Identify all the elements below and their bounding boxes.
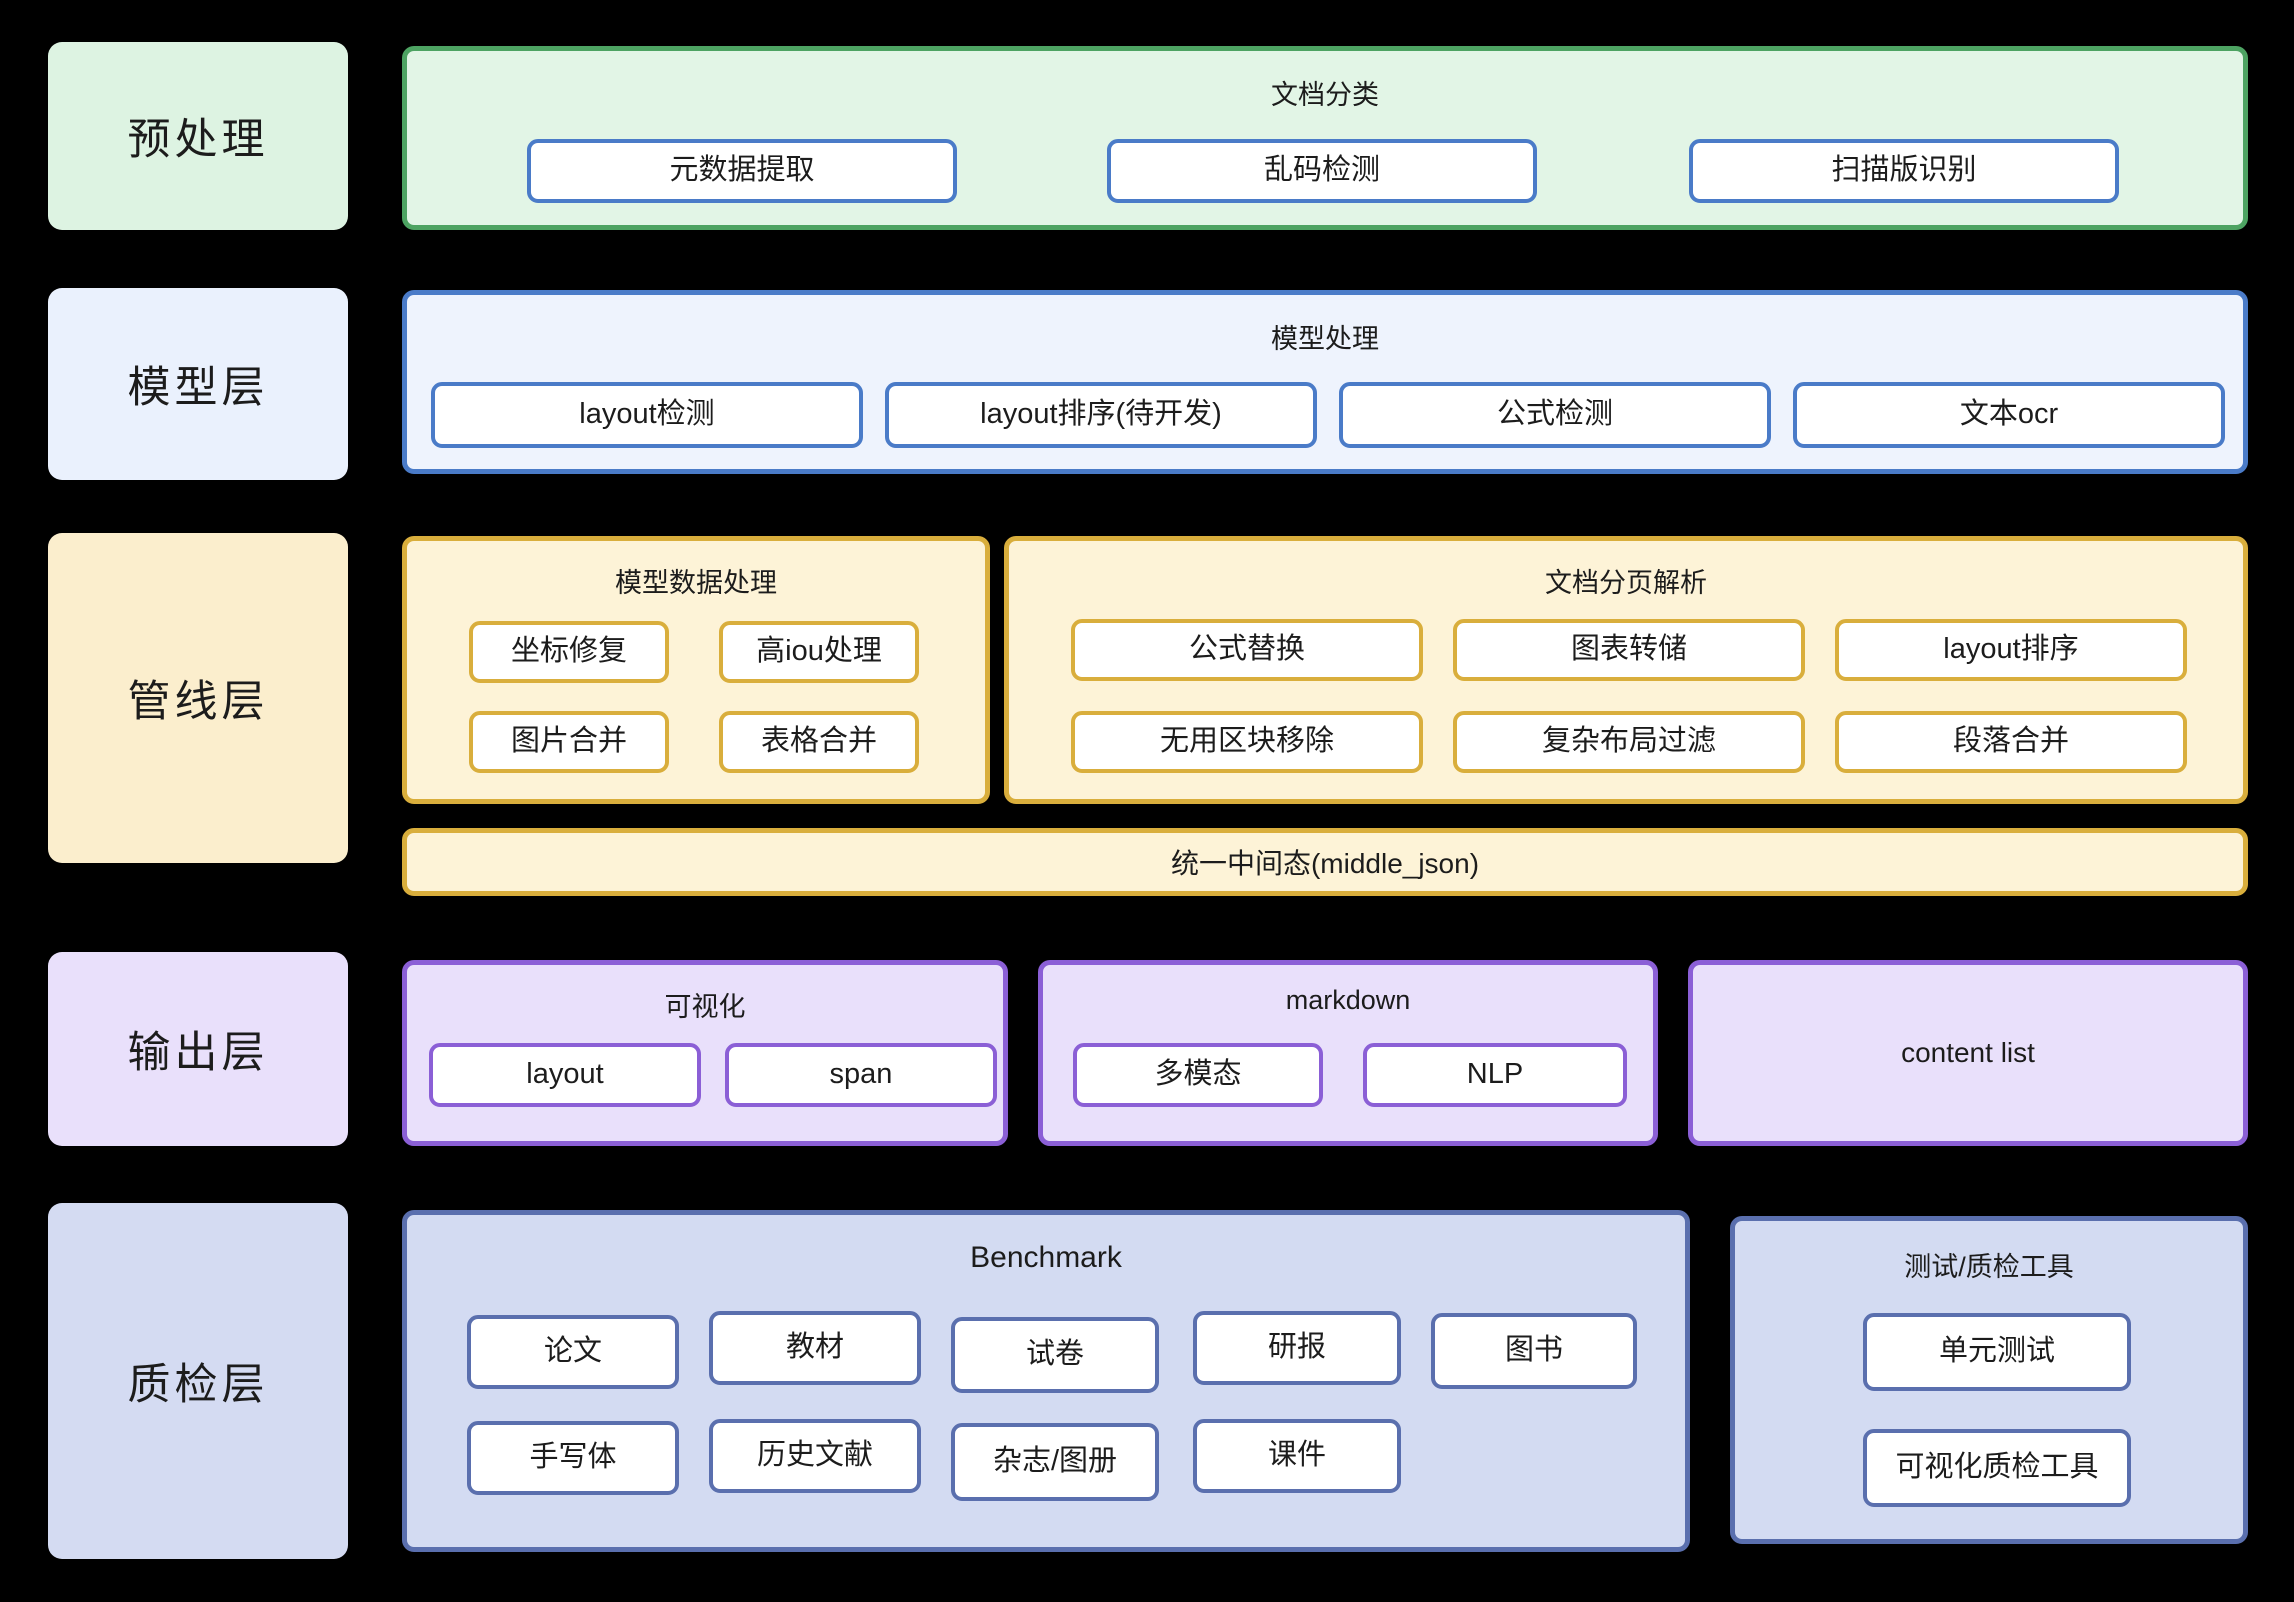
group-visualization: 可视化 layout span <box>402 960 1008 1146</box>
chip-label: 图表转储 <box>1570 633 1687 666</box>
chip-label: 高iou处理 <box>756 635 882 668</box>
layer-label-pipeline: 管线层 <box>48 533 348 863</box>
group-title: 可视化 <box>664 992 746 1022</box>
chip-benchmark-historical-doc[interactable]: 历史文献 <box>709 1419 921 1493</box>
chip-coordinate-repair[interactable]: 坐标修复 <box>469 621 669 683</box>
chip-label: 文本ocr <box>1959 398 2059 431</box>
group-title: markdown <box>1285 985 1411 1015</box>
layer-label-text: 输出层 <box>127 1029 269 1077</box>
chip-label: 历史文献 <box>756 1439 873 1472</box>
chip-label: 课件 <box>1267 1439 1326 1472</box>
group-title: 模型处理 <box>1271 324 1379 354</box>
chip-high-iou-processing[interactable]: 高iou处理 <box>719 621 919 683</box>
chip-label: 乱码检测 <box>1263 154 1380 187</box>
chip-label: 可视化质检工具 <box>1895 1451 2099 1484</box>
group-title: content list <box>1901 1037 2035 1068</box>
chip-image-merge[interactable]: 图片合并 <box>469 711 669 773</box>
chip-label: layout排序 <box>1943 633 2079 666</box>
chip-layout-view[interactable]: layout <box>429 1043 701 1107</box>
chip-benchmark-exam[interactable]: 试卷 <box>951 1317 1159 1393</box>
chip-benchmark-handwriting[interactable]: 手写体 <box>467 1421 679 1495</box>
group-model-processing: 模型处理 layout检测 layout排序(待开发) 公式检测 文本ocr <box>402 290 2248 474</box>
chip-layout-detection[interactable]: layout检测 <box>431 382 863 448</box>
chip-text-ocr[interactable]: 文本ocr <box>1793 382 2225 448</box>
chip-useless-block-removal[interactable]: 无用区块移除 <box>1071 711 1423 773</box>
group-title: 文档分页解析 <box>1545 568 1707 598</box>
layer-label-output: 输出层 <box>48 952 348 1146</box>
chip-label: 公式检测 <box>1496 398 1613 431</box>
group-test-qa-tools: 测试/质检工具 单元测试 可视化质检工具 <box>1730 1216 2248 1544</box>
chip-label: 论文 <box>543 1335 602 1368</box>
chip-label: span <box>829 1058 893 1091</box>
chip-label: layout排序(待开发) <box>980 398 1222 431</box>
chip-label: 图书 <box>1504 1334 1563 1367</box>
chip-formula-detection[interactable]: 公式检测 <box>1339 382 1771 448</box>
chip-layout-sorting[interactable]: layout排序 <box>1835 619 2187 681</box>
group-title: 模型数据处理 <box>615 568 777 598</box>
chip-label: 试卷 <box>1025 1338 1084 1371</box>
chip-benchmark-courseware[interactable]: 课件 <box>1193 1419 1401 1493</box>
chip-label: layout <box>526 1058 604 1091</box>
chip-complex-layout-filter[interactable]: 复杂布局过滤 <box>1453 711 1805 773</box>
chip-label: 研报 <box>1267 1331 1326 1364</box>
chip-label: 教材 <box>785 1331 844 1364</box>
group-document-classification: 文档分类 元数据提取 乱码检测 扫描版识别 <box>402 46 2248 230</box>
chip-table-merge[interactable]: 表格合并 <box>719 711 919 773</box>
chip-label: 手写体 <box>529 1441 617 1474</box>
chip-label: 复杂布局过滤 <box>1541 725 1716 758</box>
chip-multimodal[interactable]: 多模态 <box>1073 1043 1323 1107</box>
group-benchmark: Benchmark 论文 教材 试卷 研报 图书 手写体 历史文献 杂志/图册 … <box>402 1210 1690 1552</box>
group-markdown: markdown 多模态 NLP <box>1038 960 1658 1146</box>
chip-layout-sorting-wip[interactable]: layout排序(待开发) <box>885 382 1317 448</box>
chip-paragraph-merge[interactable]: 段落合并 <box>1835 711 2187 773</box>
chip-unit-test[interactable]: 单元测试 <box>1863 1313 2131 1391</box>
chip-benchmark-paper[interactable]: 论文 <box>467 1315 679 1389</box>
chip-benchmark-research-report[interactable]: 研报 <box>1193 1311 1401 1385</box>
chip-benchmark-magazine[interactable]: 杂志/图册 <box>951 1423 1159 1501</box>
group-title: Benchmark <box>970 1241 1122 1274</box>
layer-label-text: 预处理 <box>127 116 269 164</box>
group-title: 文档分类 <box>1271 80 1379 110</box>
group-content-list: content list <box>1688 960 2248 1146</box>
chip-label: 表格合并 <box>760 725 877 758</box>
chip-formula-replace[interactable]: 公式替换 <box>1071 619 1423 681</box>
bar-unified-middle-state: 统一中间态(middle_json) <box>402 828 2248 896</box>
chip-label: 公式替换 <box>1188 633 1305 666</box>
layer-label-qa: 质检层 <box>48 1203 348 1559</box>
layer-label-text: 质检层 <box>127 1361 269 1409</box>
chip-label: 元数据提取 <box>669 154 815 187</box>
chip-label: layout检测 <box>579 398 715 431</box>
chip-nlp[interactable]: NLP <box>1363 1043 1627 1107</box>
layer-label-model: 模型层 <box>48 288 348 480</box>
layer-label-preprocess: 预处理 <box>48 42 348 230</box>
chip-metadata-extract[interactable]: 元数据提取 <box>527 139 957 203</box>
layer-label-text: 管线层 <box>127 678 269 726</box>
bar-label: 统一中间态(middle_json) <box>1170 848 1480 879</box>
chip-label: 无用区块移除 <box>1159 725 1334 758</box>
chip-label: 段落合并 <box>1952 725 2069 758</box>
chip-label: NLP <box>1466 1058 1524 1091</box>
chip-chart-dump[interactable]: 图表转储 <box>1453 619 1805 681</box>
group-title: 测试/质检工具 <box>1904 1252 2074 1282</box>
chip-label: 杂志/图册 <box>992 1445 1118 1478</box>
layer-label-text: 模型层 <box>127 364 269 412</box>
chip-label: 扫描版识别 <box>1831 154 1977 187</box>
chip-label: 图片合并 <box>510 725 627 758</box>
chip-label: 单元测试 <box>1938 1335 2055 1368</box>
group-model-data-processing: 模型数据处理 坐标修复 高iou处理 图片合并 表格合并 <box>402 536 990 804</box>
chip-label: 坐标修复 <box>510 635 627 668</box>
chip-garbled-detection[interactable]: 乱码检测 <box>1107 139 1537 203</box>
chip-span-view[interactable]: span <box>725 1043 997 1107</box>
chip-visual-qa-tool[interactable]: 可视化质检工具 <box>1863 1429 2131 1507</box>
chip-benchmark-book[interactable]: 图书 <box>1431 1313 1637 1389</box>
group-document-page-parsing: 文档分页解析 公式替换 图表转储 layout排序 无用区块移除 复杂布局过滤 … <box>1004 536 2248 804</box>
chip-benchmark-textbook[interactable]: 教材 <box>709 1311 921 1385</box>
chip-scanned-recognition[interactable]: 扫描版识别 <box>1689 139 2119 203</box>
chip-label: 多模态 <box>1154 1058 1242 1091</box>
